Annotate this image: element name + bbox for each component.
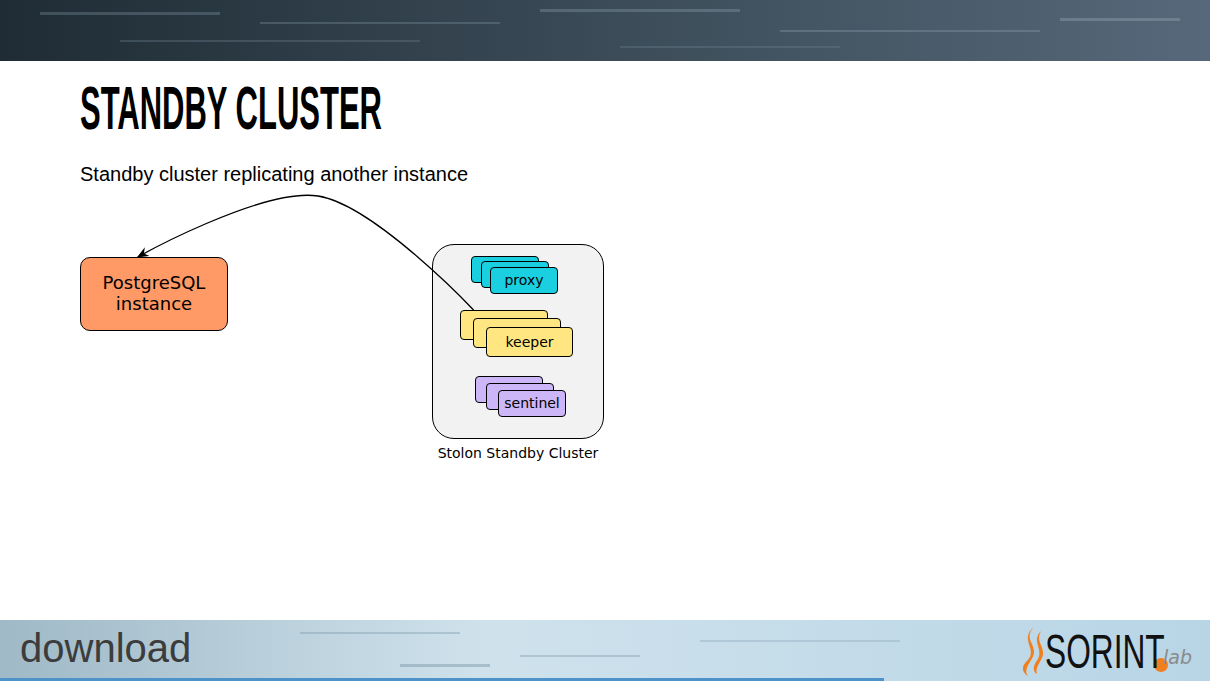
subtitle: Standby cluster replicating another inst…: [80, 164, 468, 184]
slide-title: STANDBY CLUSTER: [80, 77, 382, 139]
database-instance-box: PostgreSQL instance: [80, 257, 228, 331]
header-banner: [0, 0, 1210, 61]
keeper-component-stack: keeper: [460, 310, 573, 357]
sorint-flame-logo: [1023, 627, 1043, 676]
footer-banner: [0, 620, 1210, 681]
node-label: keeper: [505, 334, 553, 350]
header-texture: [40, 9, 1180, 48]
sorint-logo-text: SORINT: [1045, 628, 1165, 676]
node-label: proxy: [504, 272, 543, 288]
footer-texture: [300, 632, 900, 667]
cluster-group-box: Stolon Standby Clusterproxykeepersentine…: [432, 244, 604, 439]
node-label: sentinel: [504, 395, 560, 411]
download-logo-text: download: [20, 628, 191, 668]
front-replica-box: keeper: [486, 327, 573, 357]
group-caption: Stolon Standby Cluster: [438, 445, 599, 461]
lab-logo-text: lab: [1163, 648, 1192, 667]
sentinel-component-stack: sentinel: [475, 376, 566, 417]
node-label: PostgreSQL instance: [87, 273, 221, 314]
front-replica-box: sentinel: [498, 390, 566, 417]
footer-bar: [0, 678, 884, 681]
proxy-component-stack: proxy: [471, 256, 558, 294]
front-replica-box: proxy: [490, 267, 558, 294]
group-caption-holder: Stolon Standby Cluster: [438, 445, 599, 461]
